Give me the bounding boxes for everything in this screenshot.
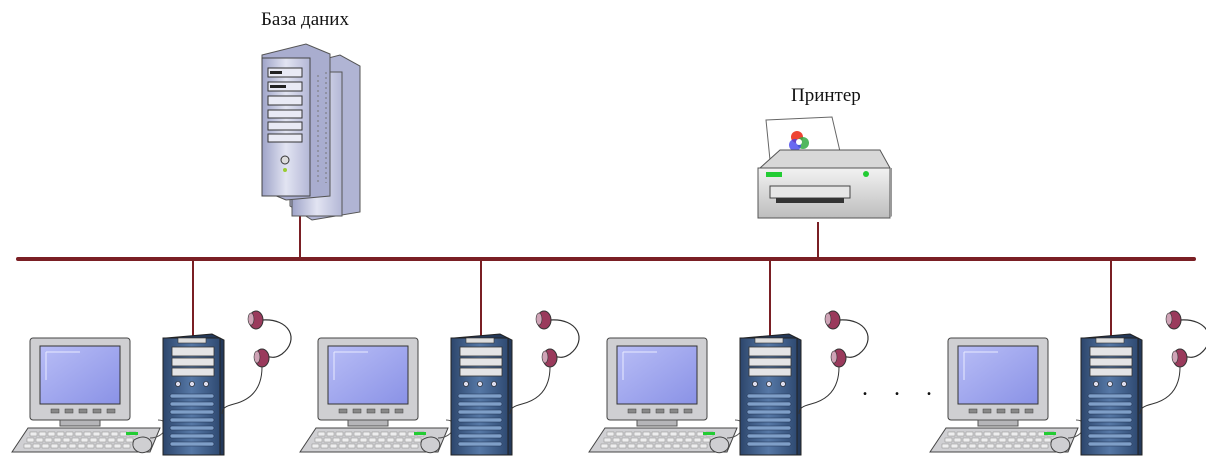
mouse-icon [420, 419, 455, 454]
workstation-4 [929, 259, 1206, 456]
more-workstations-ellipsis: . . . [862, 375, 942, 401]
pc-tower-icon [162, 333, 225, 456]
database-server-icon [261, 43, 361, 221]
monitor-icon [317, 337, 419, 427]
pc-tower-icon [1080, 333, 1143, 456]
headphones-icon [509, 310, 580, 415]
headphones-icon [1139, 310, 1206, 415]
keyboard-icon [11, 427, 161, 453]
keyboard-icon [299, 427, 449, 453]
headphones-icon [798, 310, 869, 415]
workstation-2 [299, 259, 580, 456]
database-label: База даних [261, 9, 349, 30]
monitor-icon [29, 337, 131, 427]
keyboard-icon [929, 427, 1079, 453]
mouse-icon [132, 419, 167, 454]
pc-tower-icon [450, 333, 513, 456]
printer-icon [757, 116, 892, 219]
pc-tower-icon [739, 333, 802, 456]
workstation-1 [11, 259, 292, 456]
monitor-icon [947, 337, 1049, 427]
workstation-3 [588, 259, 869, 456]
workstations [11, 259, 1206, 456]
monitor-icon [606, 337, 708, 427]
printer-label: Принтер [791, 85, 861, 106]
mouse-icon [1050, 419, 1085, 454]
keyboard-icon [588, 427, 738, 453]
headphones-icon [221, 310, 292, 415]
